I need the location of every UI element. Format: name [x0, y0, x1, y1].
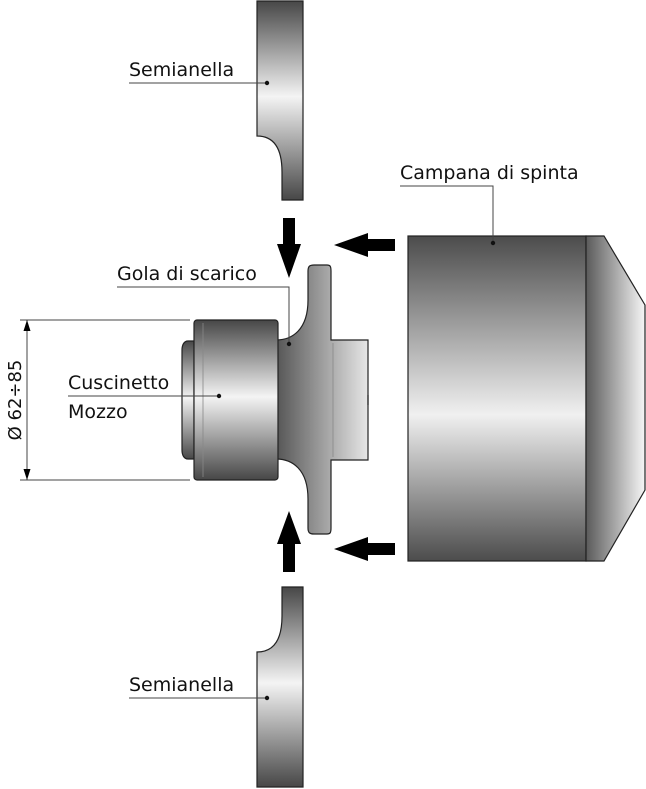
arrow-left-bottom-icon	[334, 537, 395, 561]
leader-relief-groove	[117, 286, 290, 344]
label-hub: Mozzo	[68, 401, 128, 423]
label-relief-groove: Gola di scarico	[117, 263, 257, 285]
dim-arrow-top-icon	[23, 320, 31, 331]
dim-arrow-bottom-icon	[23, 469, 31, 480]
label-push-bell: Campana di spinta	[400, 162, 579, 184]
arrow-left-top-icon	[334, 233, 395, 257]
arrow-down-icon	[277, 218, 301, 278]
leader-push-bell	[400, 185, 494, 243]
hub-body	[275, 264, 369, 535]
leader-dot-relief-groove	[286, 341, 292, 347]
arrow-up-icon	[277, 511, 301, 572]
label-half-ring-bottom: Semianella	[129, 674, 234, 696]
label-bearing: Cuscinetto	[68, 372, 169, 394]
push-bell-chamfer	[585, 235, 646, 562]
leader-dot-push-bell	[490, 240, 496, 246]
label-diameter: Ø 62÷85	[5, 360, 26, 441]
leader-dot-half-ring-top	[264, 80, 270, 86]
push-bell-body	[407, 235, 587, 562]
leader-dot-half-ring-bottom	[264, 695, 270, 701]
bearing-inner-ring	[181, 340, 195, 460]
bearing-body	[193, 319, 279, 481]
label-half-ring-top: Semianella	[129, 59, 234, 81]
leader-dot-bearing-hub	[216, 393, 222, 399]
half-ring-bottom	[256, 586, 304, 788]
half-ring-top	[256, 0, 304, 201]
